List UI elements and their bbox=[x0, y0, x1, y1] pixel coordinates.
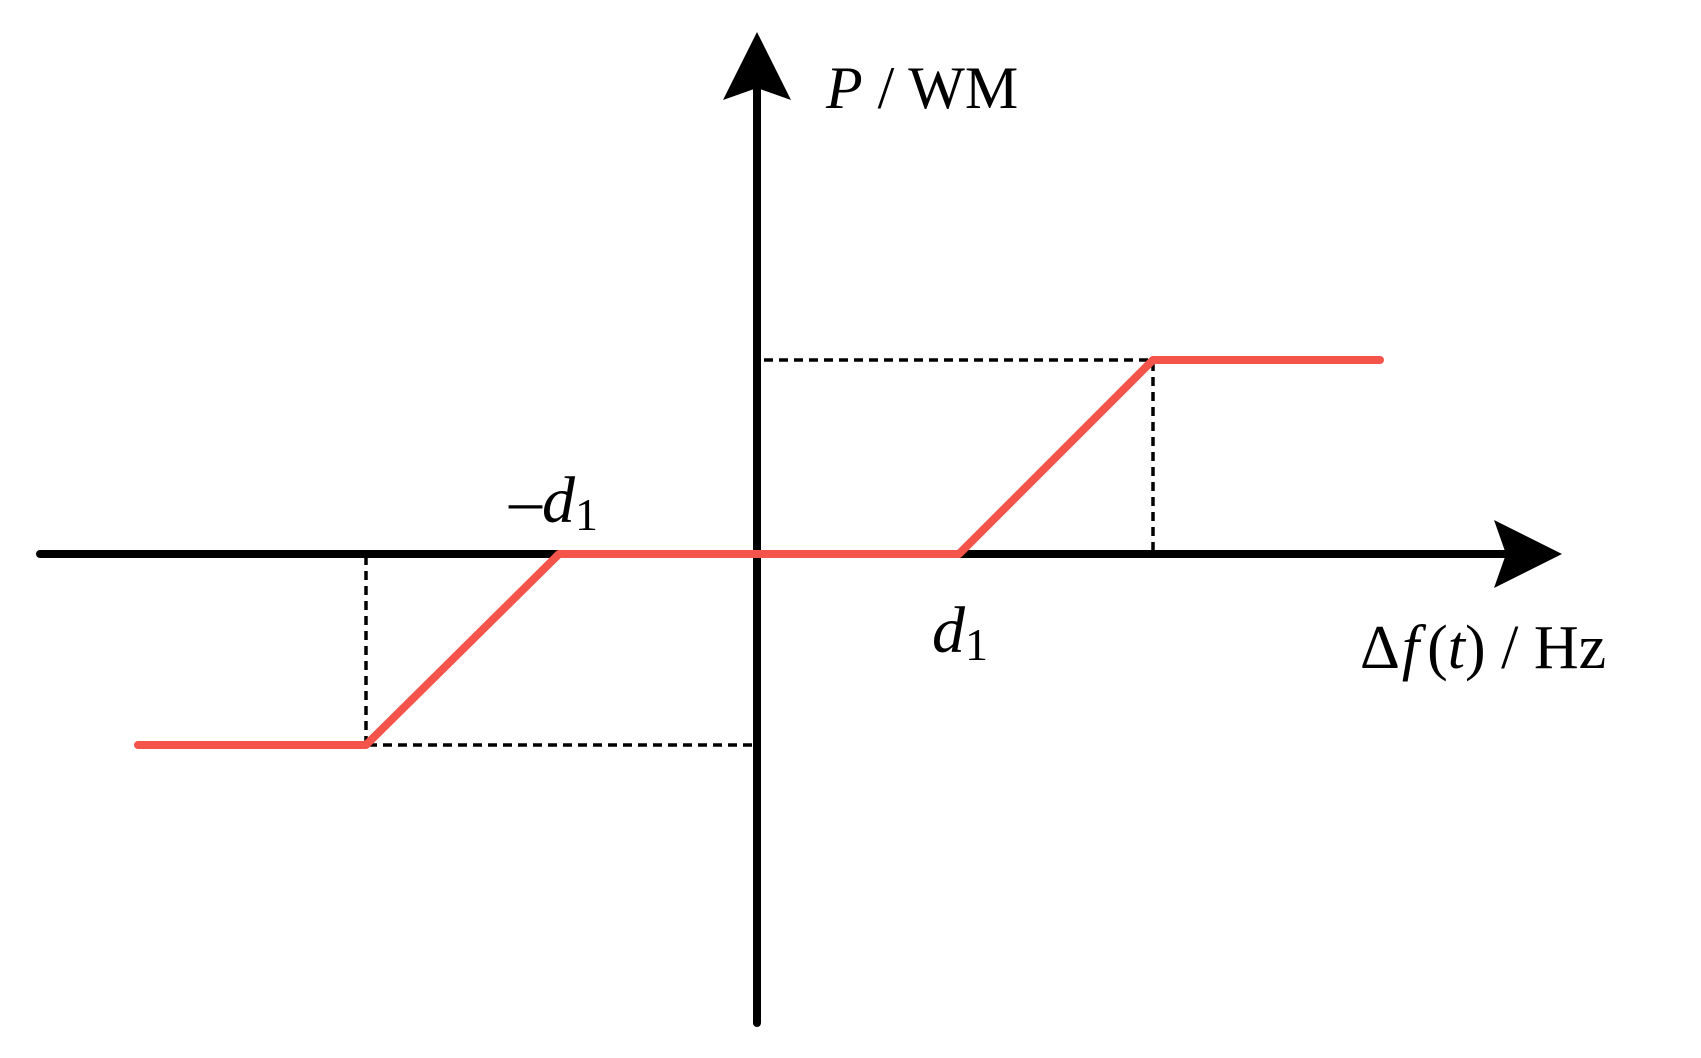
x-axis-label-unit: Hz bbox=[1534, 614, 1606, 682]
pos-threshold-sub: 1 bbox=[965, 619, 988, 670]
y-axis-label-sep: / bbox=[863, 55, 909, 121]
neg-threshold-sign: – bbox=[508, 464, 543, 537]
neg-threshold-var: d bbox=[542, 464, 576, 537]
x-axis-label-sep: / bbox=[1486, 614, 1534, 682]
pos-threshold-label: d1 bbox=[932, 594, 988, 670]
x-axis-label-var: f bbox=[1402, 614, 1427, 682]
x-axis-label-close: ) bbox=[1465, 614, 1486, 682]
y-axis-label-var: P bbox=[825, 55, 863, 121]
characteristic-curve bbox=[134, 356, 1384, 749]
neg-threshold-sub: 1 bbox=[575, 489, 598, 540]
x-axis-label: Δf(t) / Hz bbox=[1360, 614, 1606, 682]
y-axis-label-unit: WM bbox=[908, 55, 1018, 121]
x-axis-label-open: ( bbox=[1427, 614, 1448, 682]
x-axis-arrowhead bbox=[1494, 520, 1562, 588]
y-axis-label: P / WM bbox=[825, 55, 1018, 121]
x-axis-label-arg: t bbox=[1448, 614, 1467, 682]
neg-threshold-label: –d1 bbox=[508, 464, 598, 540]
y-axis-arrowhead bbox=[723, 32, 791, 100]
x-axis-label-delta: Δ bbox=[1360, 614, 1400, 682]
pos-threshold-var: d bbox=[932, 594, 966, 667]
